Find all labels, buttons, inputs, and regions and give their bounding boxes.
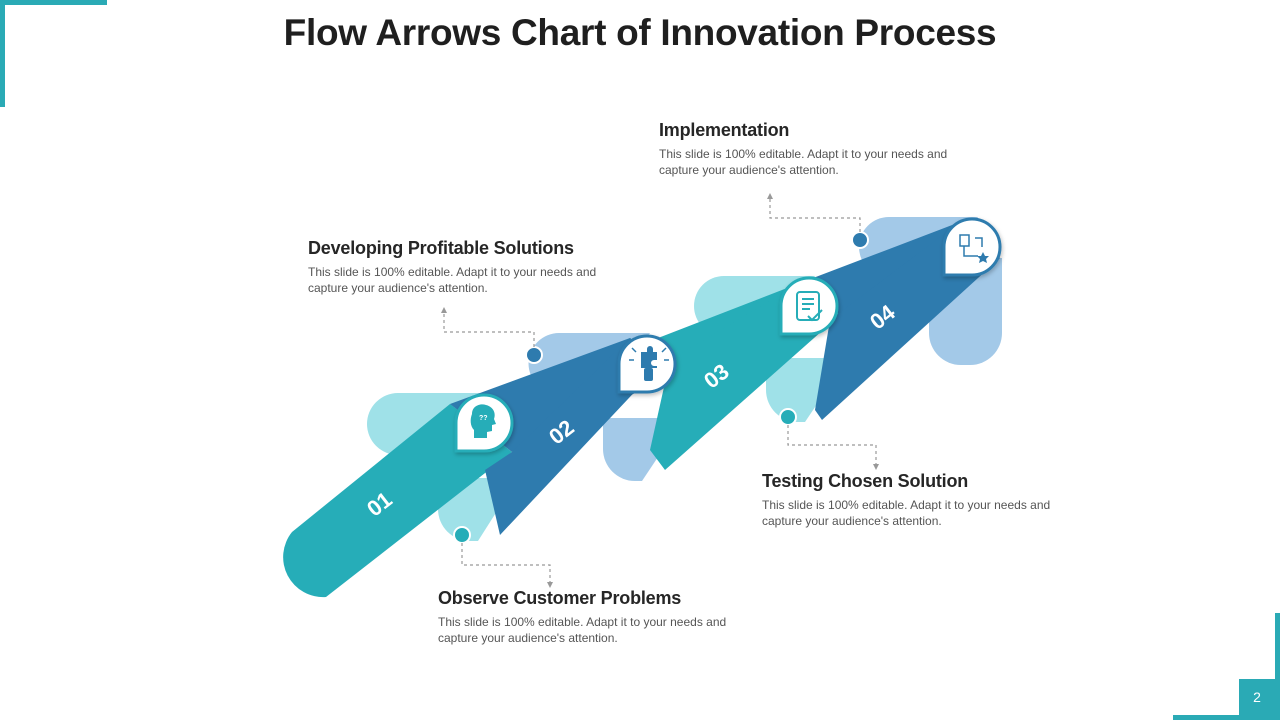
step-04-description: This slide is 100% editable. Adapt it to…	[659, 147, 948, 177]
corner-accent-bottom-right-horizontal	[1173, 715, 1280, 720]
connector-lines	[443, 198, 877, 582]
band-02-lower	[485, 338, 660, 535]
icon-badge-03	[779, 276, 839, 336]
icon-badge-02	[617, 334, 677, 394]
connector-line-03	[787, 425, 877, 464]
step-03-text: Testing Chosen Solution This slide is 10…	[762, 471, 1072, 529]
connector-dot-04	[851, 231, 869, 249]
puzzle-hand-icon	[629, 346, 669, 381]
svg-text:??: ??	[479, 415, 488, 422]
thinking-head-icon: ??	[470, 404, 496, 438]
connector-dot-02	[525, 346, 543, 364]
page-number: 2	[1239, 679, 1275, 715]
icon-badge-04	[942, 217, 1002, 277]
connector-line-01	[461, 543, 551, 582]
arrowhead-down-01	[547, 582, 553, 588]
connector-line-02	[443, 312, 535, 347]
step-02-text: Developing Profitable Solutions This sli…	[308, 238, 618, 296]
arrowhead-up-02	[441, 307, 447, 313]
corner-accent-top-left-horizontal	[0, 0, 107, 5]
connector-dot-03	[779, 408, 797, 426]
icon-badge-01: ??	[454, 393, 514, 453]
step-01-description: This slide is 100% editable. Adapt it to…	[438, 615, 727, 645]
connector-arrowheads	[441, 193, 879, 588]
connector-line-04	[769, 198, 861, 232]
step-01-heading: Observe Customer Problems	[438, 588, 682, 608]
step-03-heading: Testing Chosen Solution	[762, 471, 969, 491]
step-02-heading: Developing Profitable Solutions	[308, 238, 574, 258]
connector-dot-01	[453, 526, 471, 544]
arrowhead-up-04	[767, 193, 773, 199]
page-title: Flow Arrows Chart of Innovation Process	[283, 12, 997, 53]
step-04-heading: Implementation	[659, 120, 790, 140]
arrowhead-down-03	[873, 464, 879, 470]
corner-accent-bottom-right-vertical	[1275, 613, 1280, 720]
workflow-star-icon	[959, 234, 989, 263]
step-01-text: Observe Customer Problems This slide is …	[438, 588, 748, 646]
step-02-description: This slide is 100% editable. Adapt it to…	[308, 265, 597, 295]
corner-accent-top-left-vertical	[0, 0, 5, 107]
step-04-text: Implementation This slide is 100% editab…	[659, 120, 969, 178]
checklist-document-icon	[796, 291, 823, 322]
step-03-description: This slide is 100% editable. Adapt it to…	[762, 498, 1051, 528]
